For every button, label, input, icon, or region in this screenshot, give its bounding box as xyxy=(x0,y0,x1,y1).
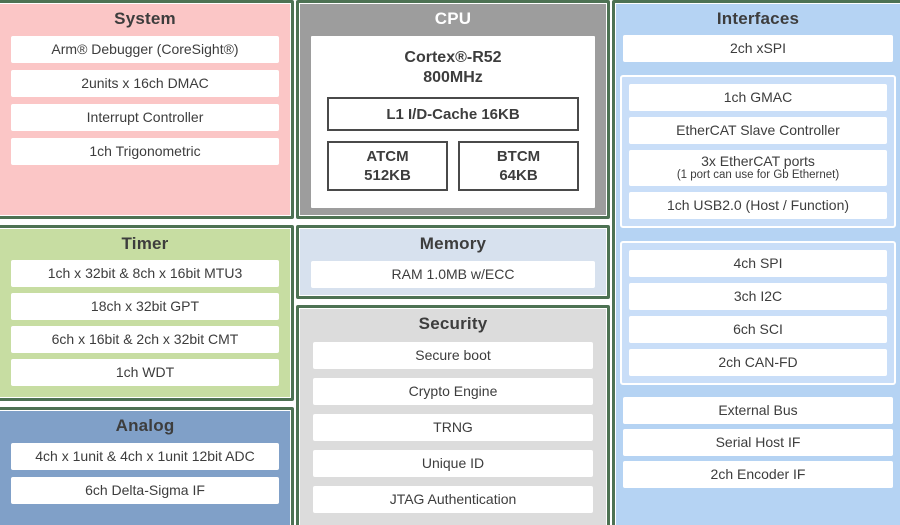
cpu-core-frequency: 800MHz xyxy=(423,69,483,86)
timer-rows: 1ch x 32bit & 8ch x 16bit MTU3 18ch x 32… xyxy=(11,260,279,386)
interfaces-row-external-bus: External Bus xyxy=(623,397,893,424)
cpu-btcm-box: BTCM 64KB xyxy=(458,141,579,191)
security-rows: Secure boot Crypto Engine TRNG Unique ID… xyxy=(313,342,593,513)
analog-block: Analog 4ch x 1unit & 4ch x 1unit 12bit A… xyxy=(0,407,294,525)
cpu-core-label: Cortex®-R52 800MHz xyxy=(311,48,595,88)
system-title: System xyxy=(114,9,176,28)
btcm-name: BTCM xyxy=(496,147,541,165)
system-block: System Arm® Debugger (CoreSight®) 2units… xyxy=(0,0,294,219)
memory-block: Memory RAM 1.0MB w/ECC xyxy=(296,225,610,299)
interfaces-row-gmac: 1ch GMAC xyxy=(629,84,887,111)
interfaces-row-canfd: 2ch CAN-FD xyxy=(629,349,887,376)
interfaces-row-sci: 6ch SCI xyxy=(629,316,887,343)
cpu-core-name: Cortex®-R52 xyxy=(404,49,502,66)
system-row-interrupt-controller: Interrupt Controller xyxy=(11,104,279,131)
analog-title: Analog xyxy=(115,416,175,435)
interfaces-row-ethercat-ports: 3x EtherCAT ports (1 port can use for Gb… xyxy=(629,150,887,186)
interfaces-block: Interfaces 2ch xSPI 1ch GMAC EtherCAT Sl… xyxy=(612,0,900,525)
ethercat-ports-note: (1 port can use for Gb Ethernet) xyxy=(676,169,840,182)
system-rows: Arm® Debugger (CoreSight®) 2units x 16ch… xyxy=(11,36,279,165)
timer-row-wdt: 1ch WDT xyxy=(11,359,279,386)
interfaces-title: Interfaces xyxy=(716,9,800,28)
cpu-l1-cache-box: L1 I/D-Cache 16KB xyxy=(327,97,579,131)
interfaces-serial-group: 4ch SPI 3ch I2C 6ch SCI 2ch CAN-FD xyxy=(620,241,896,385)
security-row-secure-boot: Secure boot xyxy=(313,342,593,369)
timer-row-gpt: 18ch x 32bit GPT xyxy=(11,293,279,320)
security-row-unique-id: Unique ID xyxy=(313,450,593,477)
interfaces-row-spi: 4ch SPI xyxy=(629,250,887,277)
system-row-arm-debugger: Arm® Debugger (CoreSight®) xyxy=(11,36,279,63)
memory-row-ram: RAM 1.0MB w/ECC xyxy=(311,261,595,288)
memory-title: Memory xyxy=(419,234,487,253)
timer-block: Timer 1ch x 32bit & 8ch x 16bit MTU3 18c… xyxy=(0,225,294,401)
btcm-size: 64KB xyxy=(499,167,538,184)
right-column: Interfaces 2ch xSPI 1ch GMAC EtherCAT Sl… xyxy=(612,0,900,525)
cpu-tcm-row: ATCM 512KB BTCM 64KB xyxy=(327,141,579,191)
interfaces-ethernet-group: 1ch GMAC EtherCAT Slave Controller 3x Et… xyxy=(620,75,896,228)
cpu-atcm-box: ATCM 512KB xyxy=(327,141,448,191)
security-title: Security xyxy=(418,314,488,333)
security-row-trng: TRNG xyxy=(313,414,593,441)
analog-row-adc: 4ch x 1unit & 4ch x 1unit 12bit ADC xyxy=(11,443,279,470)
left-column: System Arm® Debugger (CoreSight®) 2units… xyxy=(0,0,294,525)
system-row-dmac: 2units x 16ch DMAC xyxy=(11,70,279,97)
analog-row-delta-sigma: 6ch Delta-Sigma IF xyxy=(11,477,279,504)
system-row-trigonometric: 1ch Trigonometric xyxy=(11,138,279,165)
interfaces-row-serial-host-if: Serial Host IF xyxy=(623,429,893,456)
middle-column: CPU Cortex®-R52 800MHz L1 I/D-Cache 16KB… xyxy=(296,0,610,525)
timer-title: Timer xyxy=(121,234,169,253)
security-row-crypto-engine: Crypto Engine xyxy=(313,378,593,405)
security-row-jtag-authentication: JTAG Authentication xyxy=(313,486,593,513)
atcm-size: 512KB xyxy=(364,167,411,184)
atcm-name: ATCM xyxy=(366,147,409,165)
interfaces-row-xspi: 2ch xSPI xyxy=(623,35,893,62)
cpu-title: CPU xyxy=(434,9,472,28)
memory-rows: RAM 1.0MB w/ECC xyxy=(311,261,595,288)
analog-rows: 4ch x 1unit & 4ch x 1unit 12bit ADC 6ch … xyxy=(11,443,279,504)
timer-row-cmt: 6ch x 16bit & 2ch x 32bit CMT xyxy=(11,326,279,353)
ethercat-ports-main: 3x EtherCAT ports xyxy=(701,153,815,170)
interfaces-row-ethercat-slave: EtherCAT Slave Controller xyxy=(629,117,887,144)
interfaces-row-i2c: 3ch I2C xyxy=(629,283,887,310)
cpu-block: CPU Cortex®-R52 800MHz L1 I/D-Cache 16KB… xyxy=(296,0,610,219)
security-block: Security Secure boot Crypto Engine TRNG … xyxy=(296,305,610,525)
interfaces-bottom-rows: External Bus Serial Host IF 2ch Encoder … xyxy=(623,397,893,488)
interfaces-row-usb: 1ch USB2.0 (Host / Function) xyxy=(629,192,887,219)
cpu-panel: Cortex®-R52 800MHz L1 I/D-Cache 16KB ATC… xyxy=(311,36,595,208)
timer-row-mtu3: 1ch x 32bit & 8ch x 16bit MTU3 xyxy=(11,260,279,287)
interfaces-row-encoder-if: 2ch Encoder IF xyxy=(623,461,893,488)
